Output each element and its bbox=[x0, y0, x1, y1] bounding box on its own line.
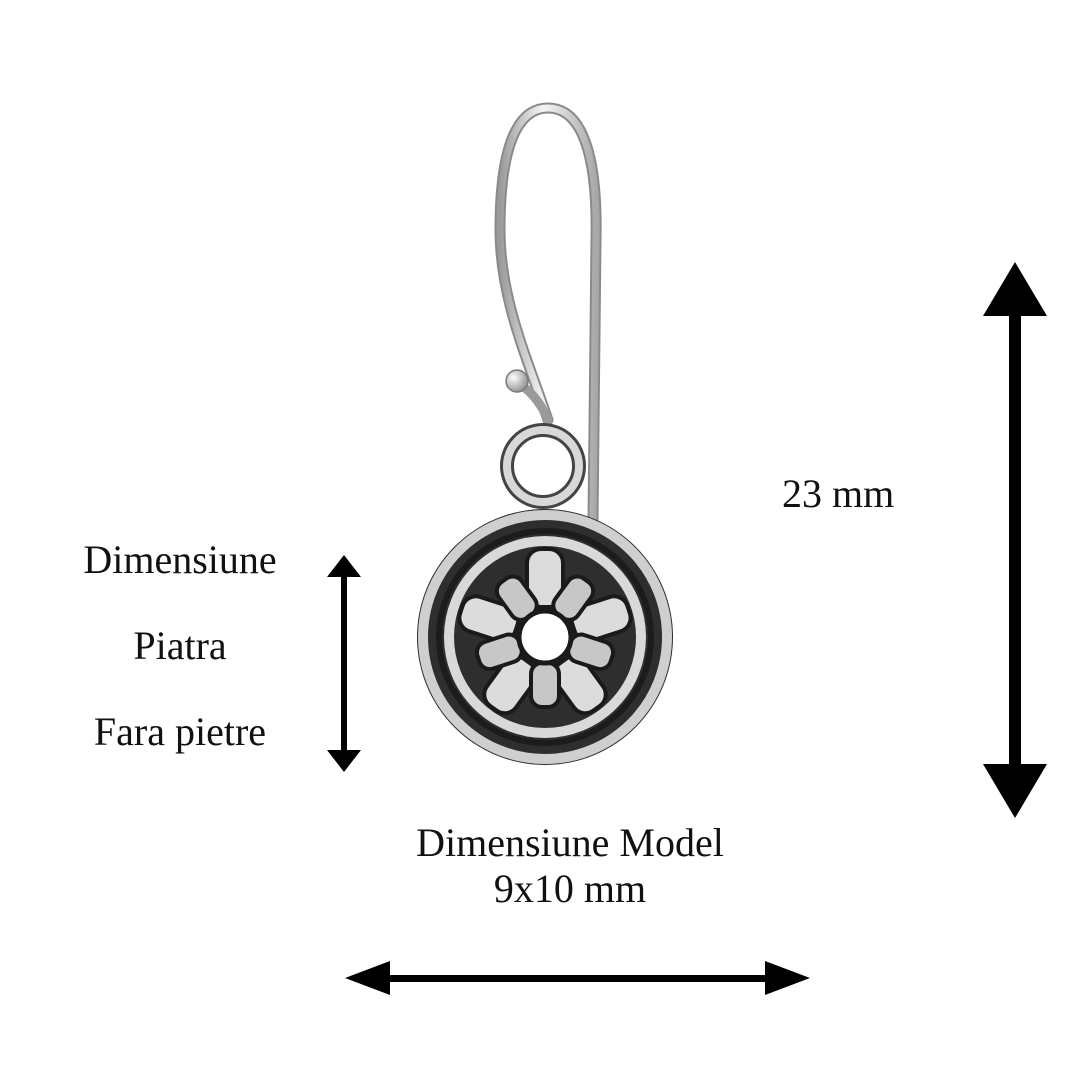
stone-dimension-title: Dimensiune bbox=[83, 537, 277, 582]
stone-dimension-subtitle: Piatra bbox=[133, 623, 227, 668]
model-dimension-title: Dimensiune Model bbox=[416, 820, 724, 865]
ear-hook bbox=[494, 102, 602, 526]
stone-dimension-value: Fara pietre bbox=[93, 709, 267, 754]
model-dimension-block: Dimensiune Model 9x10 mm bbox=[330, 820, 810, 912]
jump-ring bbox=[500, 423, 586, 509]
height-label: 23 mm bbox=[782, 471, 895, 516]
stone-dimension-block: Dimensiune Piatra Fara pietre bbox=[40, 540, 320, 798]
model-dimension-value: 9x10 mm bbox=[493, 866, 647, 911]
celtic-knot-pendant bbox=[417, 509, 673, 765]
